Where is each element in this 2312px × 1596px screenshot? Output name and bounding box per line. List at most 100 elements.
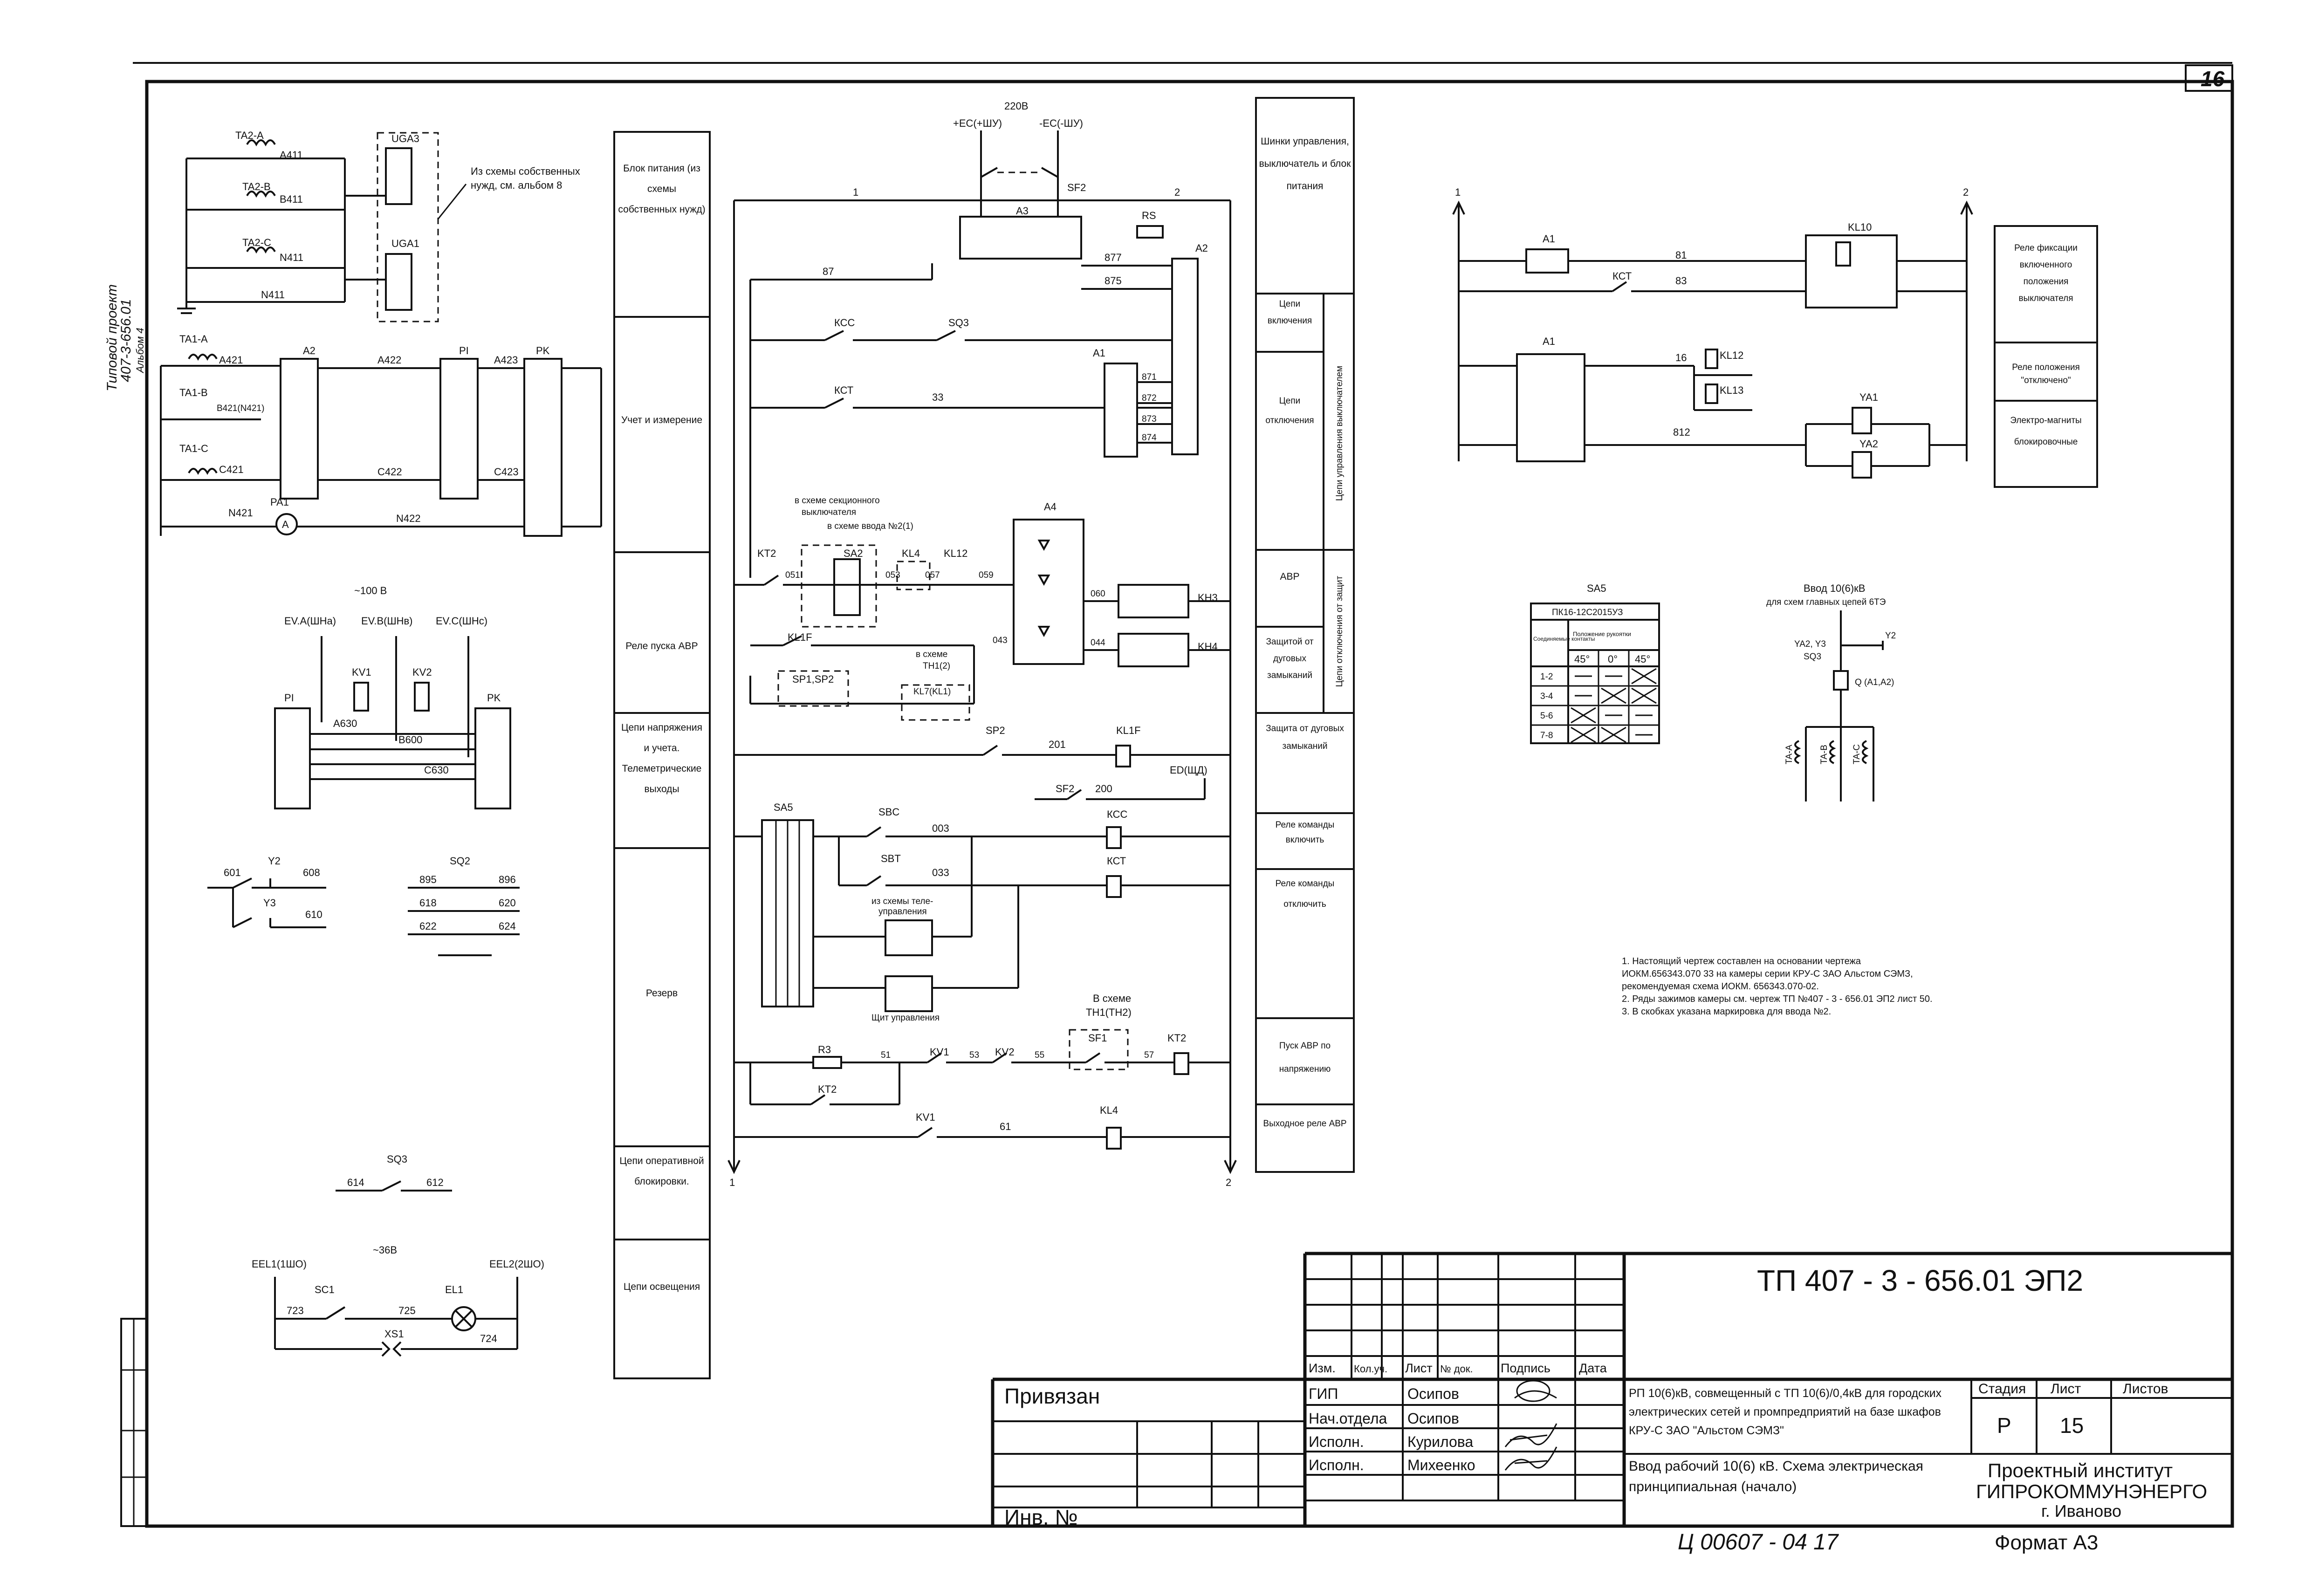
eel2-label: EEL2(2ШО) (489, 1258, 544, 1270)
c895-label: 895 (419, 874, 437, 885)
c051-label: 051 (785, 570, 800, 580)
a4-label: A4 (1044, 501, 1057, 513)
func2-closing: Цепи включения (1267, 299, 1312, 326)
sbt-label: SBT (881, 853, 901, 864)
input-label-q: Q (A1,A2) (1855, 678, 1894, 687)
pa1-label: PA1 (270, 496, 289, 508)
w33-label: 33 (932, 391, 943, 403)
func1-lighting: Цепи освещения (623, 1281, 700, 1292)
xs1-label: XS1 (384, 1328, 404, 1340)
tele-note-2: управления (878, 907, 927, 917)
sa5-row-4: 7-8 (1540, 731, 1553, 740)
ksc-coil-label: КСС (1107, 808, 1127, 820)
th-note-1: В схеме (1093, 993, 1131, 1004)
c003-label: 003 (932, 822, 949, 834)
c057-label: 057 (925, 570, 940, 580)
sa5-head-left: Соединяемые контакты (1533, 636, 1595, 642)
ta1b-label: TA1-B (179, 387, 208, 398)
a1-label-ctrl: A1 (1093, 347, 1105, 359)
c724-label: 724 (480, 1333, 497, 1344)
sa5-switch-table: SA5 ПК16-12С2015УЗ Соединяемые контакты … (1530, 582, 1660, 744)
th1-note-2: TH1(2) (923, 661, 950, 671)
lighting-circuit: ~36В EEL1(1ШО) EEL2(2ШО) SC1 EL1 XS1 723… (252, 1244, 544, 1357)
side-stamp: Типовой проект 407-3-656.01 Альбом 4 (104, 284, 146, 391)
sig-bus2-label: 2 (1963, 186, 1969, 198)
sf2b-label: SF2 (1056, 783, 1074, 795)
kv2-label: KV2 (412, 666, 432, 678)
drawing-notes: 1. Настоящий чертеж составлен на основан… (1622, 956, 1933, 1017)
sig-kct-label: КСТ (1612, 270, 1632, 282)
ksc-label: КСС (834, 317, 855, 329)
func2-breaker-control: Цепи управления выключателем (1335, 366, 1345, 501)
c614-label: 614 (347, 1177, 364, 1188)
sa5-row-3: 5-6 (1540, 711, 1553, 721)
current-transformer-circuits: TA2-A A411 TA2-B B411 TA2-C N411 N411 UG… (160, 130, 602, 537)
kv1-label-ctrl: KV1 (930, 1046, 949, 1058)
sheet-header: Лист (2051, 1381, 2081, 1397)
c423-label: C423 (494, 466, 519, 478)
sa5-label-ctrl: SA5 (774, 801, 793, 813)
sa2-label: SA2 (844, 548, 863, 559)
side-stamp-line-2: 407-3-656.01 (118, 299, 134, 382)
a630-label: A630 (333, 718, 357, 729)
c624-label: 624 (499, 920, 516, 932)
sa5-head-right: Положение рукоятки (1573, 630, 1631, 637)
sheet-value: 15 (2060, 1413, 2084, 1438)
func1-blocking: Цепи оперативной блокировки. (619, 1156, 704, 1187)
input-label-ta-c: TA-C (1852, 744, 1862, 764)
a3-label: A3 (1016, 205, 1029, 217)
c57-label: 57 (1144, 1050, 1154, 1060)
rs-label: RS (1142, 210, 1156, 221)
org-line-3: г. Иваново (2041, 1501, 2121, 1521)
inv-label: Инв. № (1004, 1505, 1078, 1529)
c422-label: C422 (377, 466, 402, 478)
input-label-y2: Y2 (1885, 631, 1896, 641)
tele-note-1: из схемы теле- (871, 897, 933, 906)
th-note-2: TH1(TH2) (1086, 1007, 1132, 1018)
c630-label: C630 (424, 764, 449, 776)
w1-label: 1 (853, 186, 858, 198)
w873-label: 873 (1142, 414, 1157, 424)
func1-abr-start: Реле пуска АВР (625, 641, 698, 651)
sq3-label-ctrl: SQ3 (948, 317, 969, 329)
kl10-label: KL10 (1848, 221, 1872, 233)
kv2-label-ctrl: KV2 (995, 1046, 1015, 1058)
w871-label: 871 (1142, 372, 1157, 382)
c060-label: 060 (1091, 589, 1105, 599)
sig-a1-label-1: A1 (1543, 233, 1555, 245)
c618-label: 618 (419, 897, 437, 909)
w877-label: 877 (1105, 252, 1122, 263)
sheets-header: Листов (2123, 1381, 2168, 1397)
kt2c-label: KT2 (1167, 1032, 1186, 1044)
sa5-cross-mark (1571, 726, 1596, 743)
kl4-label: KL4 (902, 548, 920, 559)
func2-arc-protection-short: Защитой от дуговых замыканий (1266, 637, 1314, 680)
sig-bus1-label: 1 (1455, 186, 1461, 198)
kl4c-label: KL4 (1100, 1104, 1118, 1116)
c601-label: 601 (224, 867, 241, 878)
a2-label-ct: A2 (303, 345, 316, 356)
function-column-3: Реле фиксации включенного положения выкл… (1994, 225, 2098, 488)
n422-label: N422 (396, 513, 421, 524)
y2-label: Y2 (268, 855, 281, 867)
sq2-label: SQ2 (450, 855, 470, 867)
sig-a1-label-2: A1 (1543, 336, 1555, 347)
sf1-label: SF1 (1088, 1032, 1107, 1044)
n411-label-1: N411 (280, 252, 303, 263)
bound-label: Привязан (1004, 1384, 1100, 1408)
r3-label: R3 (818, 1044, 831, 1055)
func2-control-bus: Шинки управления, выключатель и блок пит… (1259, 136, 1351, 192)
sf2-label: SF2 (1067, 182, 1086, 193)
c610-label: 610 (305, 909, 322, 920)
w83-label: 83 (1675, 275, 1687, 287)
w875-label: 875 (1105, 275, 1122, 287)
org-line-1: Проектный институт (1988, 1459, 2173, 1481)
c61-label: 61 (1000, 1121, 1011, 1132)
func2-open-command: Реле команды отключить (1275, 879, 1335, 909)
kct-label: КСТ (834, 384, 853, 396)
v220-label: 220В (1004, 100, 1028, 112)
sa5-cross-mark (1631, 687, 1657, 704)
sect-note-2: выключателя (802, 507, 856, 517)
sc1-label: SC1 (315, 1284, 335, 1295)
